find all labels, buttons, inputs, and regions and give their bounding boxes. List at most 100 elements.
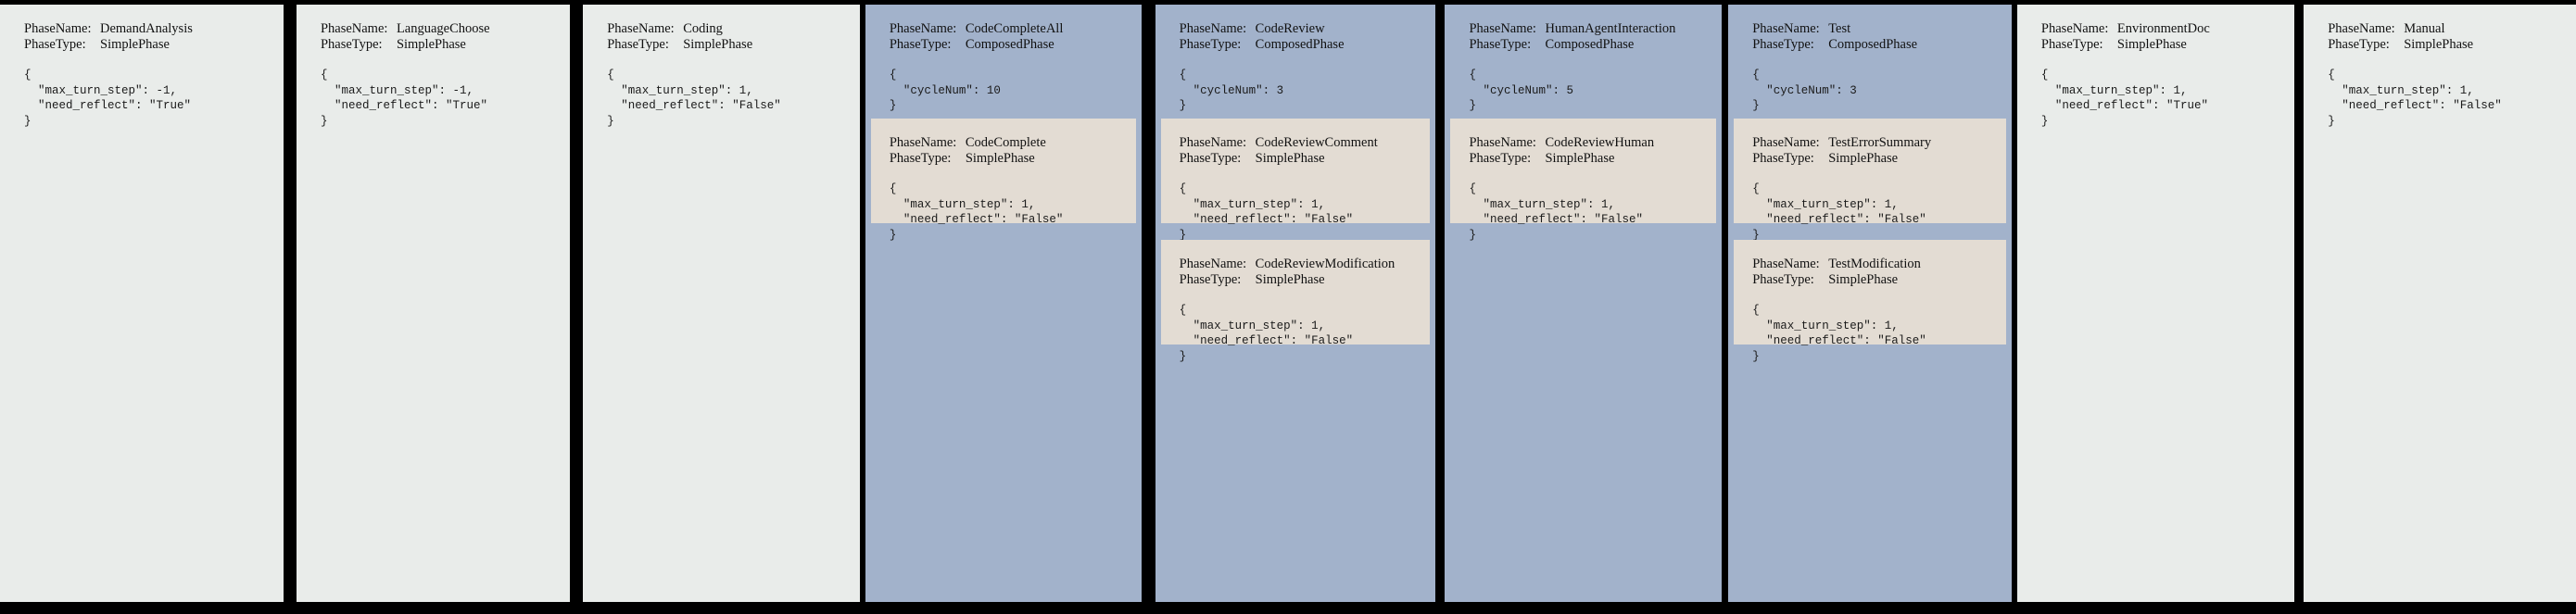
phase-name-value: CodeReviewComment xyxy=(1255,135,1378,150)
phase-type-value: SimplePhase xyxy=(2116,37,2187,52)
phase-type-value: SimplePhase xyxy=(100,37,170,52)
phase-type-label: PhaseType: xyxy=(889,37,952,52)
phase-meta-row: PhaseName:Test xyxy=(1752,21,2012,37)
phase-meta-row: PhaseName:Coding xyxy=(607,21,860,37)
phase-name-value: TestModification xyxy=(1828,257,1921,271)
phase-config-json: { "max_turn_step": 1, "need_reflect": "T… xyxy=(2040,69,2208,128)
phase-type-label: PhaseType: xyxy=(607,37,669,52)
phase-meta-row: PhaseType:SimplePhase xyxy=(607,37,860,53)
phase-type-label: PhaseType: xyxy=(2328,37,2390,52)
sub-phase-spacer xyxy=(865,223,1143,235)
phase-meta-row: PhaseName:TestErrorSummary xyxy=(1752,135,2006,151)
phase-name-value: Coding xyxy=(683,21,723,36)
phase-config-json: { "cycleNum": 5 } xyxy=(1469,69,1574,112)
composed-phase-filler xyxy=(1155,357,1435,602)
phase-name-value: Manual xyxy=(2404,21,2445,36)
phase-config-json: { "max_turn_step": 1, "need_reflect": "F… xyxy=(1469,182,1644,242)
phase-type-label: PhaseType: xyxy=(1469,37,1532,52)
phase-name-value: CodeComplete xyxy=(965,135,1046,150)
phase-name-label: PhaseName: xyxy=(320,21,388,36)
sub-phase-spacer xyxy=(1155,223,1435,235)
phase-name-value: CodeReview xyxy=(1255,21,1325,36)
phase-name-value: Test xyxy=(1828,21,1851,36)
card-separator xyxy=(2293,0,2305,614)
phase-type-value: ComposedPhase xyxy=(1545,37,1635,52)
phase-config-json: { "cycleNum": 10 } xyxy=(889,69,1001,112)
phase-type-value: ComposedPhase xyxy=(965,37,1054,52)
phase-type-label: PhaseType: xyxy=(1752,272,1814,287)
composed-phase-filler xyxy=(1728,357,2012,602)
phase-name-label: PhaseName: xyxy=(889,21,957,36)
sub-phase-spacer xyxy=(1728,345,2012,357)
phase-type-label: PhaseType: xyxy=(2040,37,2103,52)
composed-phase-filler xyxy=(865,235,1143,602)
phase-type-value: SimplePhase xyxy=(1828,272,1899,287)
phase-name-label: PhaseName: xyxy=(2328,21,2395,36)
card-separator xyxy=(1142,0,1155,614)
phase-meta-row: PhaseName:CodeComplete xyxy=(890,135,1137,151)
card-separator xyxy=(283,0,297,614)
phase-name-label: PhaseName: xyxy=(1179,21,1247,36)
phase-name-value: HumanAgentInteraction xyxy=(1545,21,1676,36)
phase-config-json: { "max_turn_step": -1, "need_reflect": "… xyxy=(320,69,487,128)
phase-config-json: { "max_turn_step": 1, "need_reflect": "F… xyxy=(1752,182,1926,242)
card-separator xyxy=(570,0,584,614)
phase-meta-row: PhaseName: CodeCompleteAll xyxy=(890,21,1143,37)
phase-meta-row: PhaseName:CodeReviewModification xyxy=(1180,257,1430,272)
phase-type-label: PhaseType: xyxy=(24,37,86,52)
phase-meta-row: PhaseName:CodeReviewComment xyxy=(1180,135,1430,151)
phase-name-label: PhaseName: xyxy=(24,21,92,36)
phase-type-label: PhaseType: xyxy=(1179,272,1242,287)
phase-name-label: PhaseName: xyxy=(1752,257,1820,271)
phase-meta-row: PhaseType:SimplePhase xyxy=(1180,151,1430,167)
phase-type-label: PhaseType: xyxy=(889,151,952,166)
phase-type-value: ComposedPhase xyxy=(1828,37,1918,52)
phase-meta-row: PhaseType:SimplePhase xyxy=(321,37,570,53)
phase-meta-row: PhaseType: ComposedPhase xyxy=(890,37,1143,53)
phase-type-value: SimplePhase xyxy=(396,37,466,52)
phase-type-label: PhaseType: xyxy=(1469,151,1532,166)
phase-meta-row: PhaseType: ComposedPhase xyxy=(1469,37,1722,53)
phase-type-value: SimplePhase xyxy=(1828,151,1899,166)
phase-name-label: PhaseName: xyxy=(1469,21,1536,36)
phase-config-json: { "max_turn_step": 1, "need_reflect": "F… xyxy=(1752,304,1926,363)
phase-name-value: LanguageChoose xyxy=(396,21,490,36)
phase-meta-row: PhaseType: SimplePhase xyxy=(1469,151,1716,167)
phase-meta-row: PhaseType:SimplePhase xyxy=(2328,37,2576,53)
phase-type-value: SimplePhase xyxy=(1545,151,1615,166)
phase-config-json: { "cycleNum": 3 } xyxy=(1752,69,1857,112)
phase-name-value: TestErrorSummary xyxy=(1828,135,1932,150)
phase-config-json: { "max_turn_step": -1, "need_reflect": "… xyxy=(24,69,192,128)
phase-name-value: CodeReviewModification xyxy=(1255,257,1395,271)
phase-name-value: CodeCompleteAll xyxy=(965,21,1064,36)
phase-meta-row: PhaseName: LanguageChoose xyxy=(321,21,570,37)
phase-meta-row: PhaseName: Manual xyxy=(2328,21,2576,37)
phase-name-value: CodeReviewHuman xyxy=(1545,135,1655,150)
sub-phase-spacer xyxy=(1728,223,2012,235)
phase-config-json: { "max_turn_step": 1, "need_reflect": "F… xyxy=(1179,182,1354,242)
phase-meta-row: PhaseType: SimplePhase xyxy=(24,37,284,53)
